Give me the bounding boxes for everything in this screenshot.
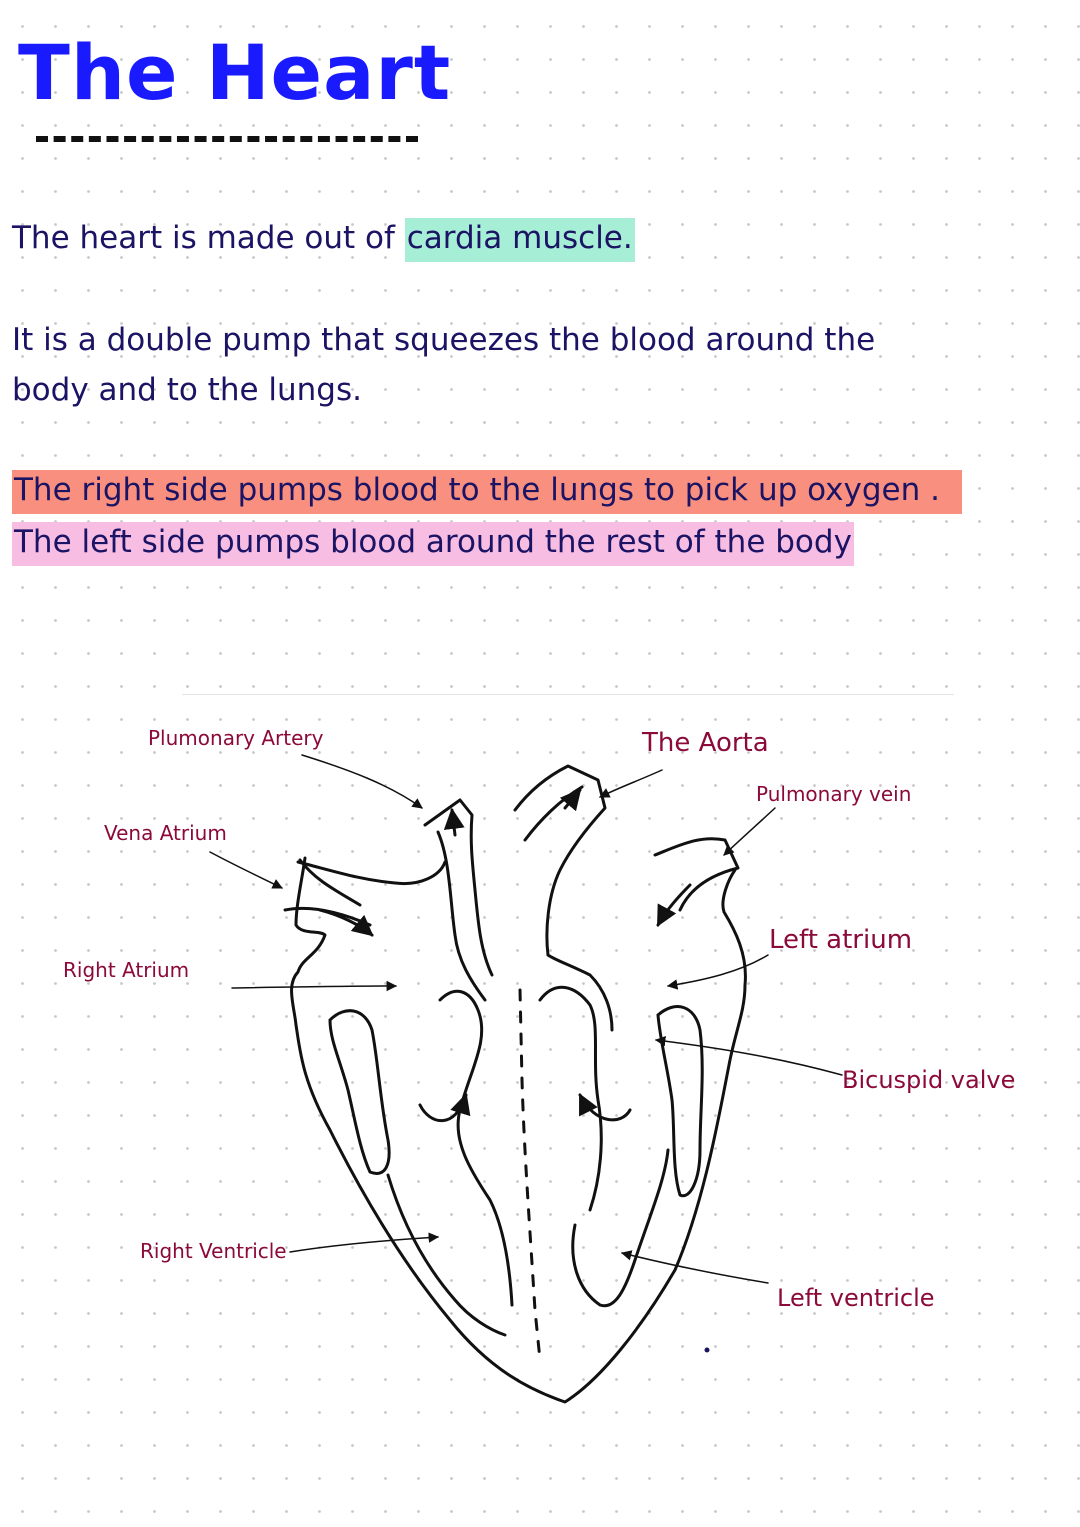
right-valve-leaflet [438, 989, 514, 1307]
aorta-inner [523, 785, 584, 842]
label-left-atrium: Left atrium [769, 925, 913, 955]
pulmonary-artery-arrow [443, 807, 465, 837]
leader-bicuspid-valve [654, 1035, 843, 1076]
label-right-ventricle: Right Ventricle [140, 1239, 287, 1263]
title-underline [36, 136, 418, 142]
text-line-double-pump-1: It is a double pump that squeezes the bl… [12, 322, 876, 358]
leader-right-atrium [231, 980, 398, 992]
made-of-text: The heart is made out of [12, 220, 405, 256]
right-flow-arrow [418, 1092, 471, 1123]
leader-right-ventricle [289, 1232, 440, 1253]
right-ventricle-inner [386, 1173, 507, 1337]
label-pulmonary-vein: Pulmonary vein [756, 782, 912, 806]
aorta-arrow [559, 788, 582, 812]
pulmonary-artery-inner [436, 830, 487, 1002]
label-aorta: The Aorta [642, 728, 769, 758]
leader-aorta [599, 769, 663, 798]
leader-left-ventricle [620, 1250, 769, 1284]
label-vena-atrium: Vena Atrium [104, 821, 227, 845]
highlight-left-side: The left side pumps blood around the res… [12, 522, 854, 566]
page-title: The Heart [18, 28, 452, 117]
pulmonary-vein-tube [653, 837, 740, 912]
right-chamber-inner [328, 1009, 391, 1175]
leader-pulmonary-artery [301, 754, 423, 809]
pulmonary-vein-arrow [656, 883, 692, 927]
text-line-made-of: The heart is made out of cardia muscle. [12, 218, 635, 262]
heart-outer-outline [290, 856, 747, 1404]
highlight-right-side: The right side pumps blood to the lungs … [12, 470, 962, 514]
leader-left-atrium [666, 954, 769, 990]
label-right-atrium: Right Atrium [63, 958, 190, 982]
septum-dashed [518, 988, 542, 1362]
stray-dot [704, 1347, 710, 1353]
left-flow-arrow [578, 1093, 632, 1122]
text-line-right-side: The right side pumps blood to the lungs … [12, 470, 962, 514]
pulmonary-artery-outline [423, 798, 494, 977]
left-ventricle-inner [571, 1148, 670, 1308]
vena-cava-tube [298, 858, 362, 907]
label-pulmonary-artery: Plumonary Artery [148, 726, 324, 750]
leader-vena-atrium [209, 851, 283, 889]
highlight-cardia-muscle: cardia muscle. [404, 218, 635, 262]
left-valve-leaflet [538, 985, 603, 1212]
left-chamber-inner [656, 1005, 704, 1198]
label-left-ventricle: Left ventricle [777, 1284, 935, 1312]
aorta-outline [513, 764, 607, 957]
aorta-branch [546, 953, 614, 1032]
text-line-left-side: The left side pumps blood around the res… [12, 522, 854, 566]
leader-pulmonary-vein [723, 807, 776, 856]
diagram-top-rule [182, 694, 954, 695]
label-bicuspid-valve: Bicuspid valve [842, 1066, 1016, 1094]
vena-arrow [318, 908, 374, 937]
text-line-double-pump-2: body and to the lungs. [12, 372, 362, 408]
